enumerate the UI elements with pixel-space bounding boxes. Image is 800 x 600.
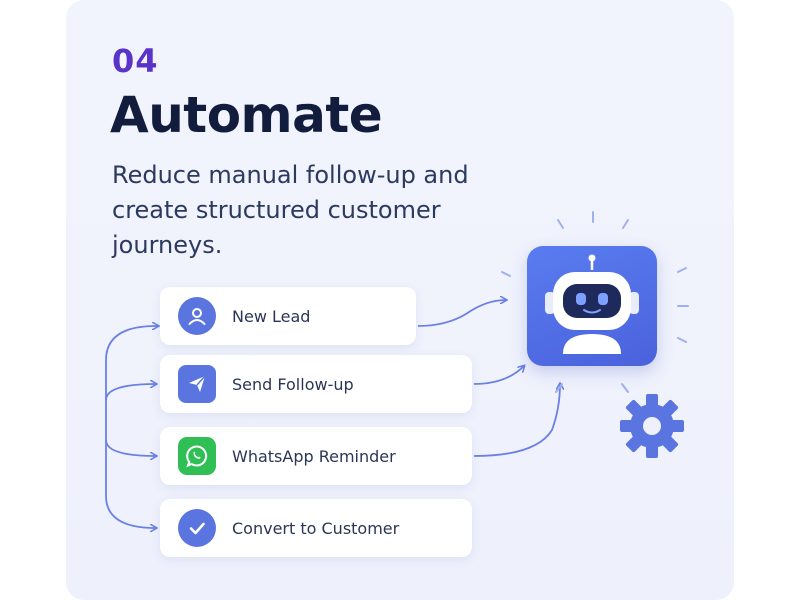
paper-plane-icon — [178, 365, 216, 403]
step-card-new-lead[interactable]: New Lead — [160, 287, 416, 345]
page-title: Automate — [110, 86, 383, 144]
step-card-whatsapp-reminder[interactable]: WhatsApp Reminder — [160, 427, 472, 485]
step-card-send-follow-up[interactable]: Send Follow-up — [160, 355, 472, 413]
description-line-1: Reduce manual follow-up and — [112, 161, 469, 189]
step-number: 04 — [112, 42, 159, 80]
description-line-2: create structured customer — [112, 196, 441, 224]
user-icon — [178, 297, 216, 335]
step-card-convert-to-customer[interactable]: Convert to Customer — [160, 499, 472, 557]
description: Reduce manual follow-up and create struc… — [112, 158, 512, 263]
checkmark-icon — [178, 509, 216, 547]
step-label: New Lead — [232, 306, 311, 326]
flow-connectors — [105, 0, 734, 600]
automate-card: 04 Automate Reduce manual follow-up and … — [66, 0, 734, 600]
step-label: WhatsApp Reminder — [232, 446, 396, 466]
step-label: Convert to Customer — [232, 518, 400, 538]
whatsapp-icon — [178, 437, 216, 475]
gear-icon — [620, 394, 684, 458]
robot-icon — [527, 246, 657, 366]
description-line-3: journeys. — [112, 231, 223, 259]
step-label: Send Follow-up — [232, 374, 354, 394]
